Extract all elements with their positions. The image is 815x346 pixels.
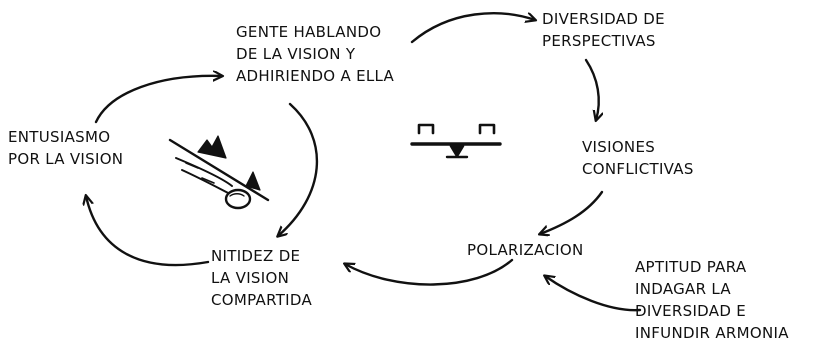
node-line: GENTE HABLANDO [236,23,382,41]
arrow-gente-to-nitidez [278,102,319,236]
node-aptitud-indagar: APTITUD PARA INDAGAR LA DIVERSIDAD E INF… [635,256,789,344]
node-nitidez-vision-compartida: NITIDEZ DE LA VISION COMPARTIDA [211,245,312,311]
node-line: APTITUD PARA [635,258,747,276]
node-gente-hablando: GENTE HABLANDO DE LA VISION Y ADHIRIENDO… [236,21,394,87]
node-line: DIVERSIDAD DE [542,10,665,28]
arrow-gente-to-diversidad [410,12,535,44]
arrow-entusiasmo-to-gente [94,76,222,124]
node-visiones-conflictivas: VISIONES CONFLICTIVAS [582,136,694,180]
node-line: ENTUSIASMO [8,128,111,146]
seesaw-balance-icon [410,123,502,159]
node-line: ADHIRIENDO A ELLA [236,67,395,85]
snowball-rolling-downhill-icon [168,135,270,210]
node-polarizacion: POLARIZACION [467,239,583,261]
arrow-visiones-to-polarizacion [540,190,604,234]
node-line: POLARIZACION [467,241,584,259]
node-line: POR LA VISION [8,150,124,168]
arrow-aptitud-to-polarizacion [545,276,642,312]
node-line: DIVERSIDAD E [635,302,747,320]
node-line: INDAGAR LA [635,280,731,298]
node-line: COMPARTIDA [211,291,313,309]
node-line: DE LA VISION Y [236,45,356,63]
node-entusiasmo-vision: ENTUSIASMO POR LA VISION [8,126,123,170]
arrow-nitidez-to-entusiasmo [86,196,210,267]
node-line: LA VISION [211,269,290,287]
arrow-polarizacion-to-nitidez [345,258,514,286]
node-diversidad-perspectivas: DIVERSIDAD DE PERSPECTIVAS [542,8,665,52]
arrow-diversidad-to-visiones [584,58,599,120]
node-line: INFUNDIR ARMONIA [635,324,789,342]
node-line: VISIONES [582,138,656,156]
node-line: PERSPECTIVAS [542,32,656,50]
node-line: NITIDEZ DE [211,247,301,265]
node-line: CONFLICTIVAS [582,160,694,178]
